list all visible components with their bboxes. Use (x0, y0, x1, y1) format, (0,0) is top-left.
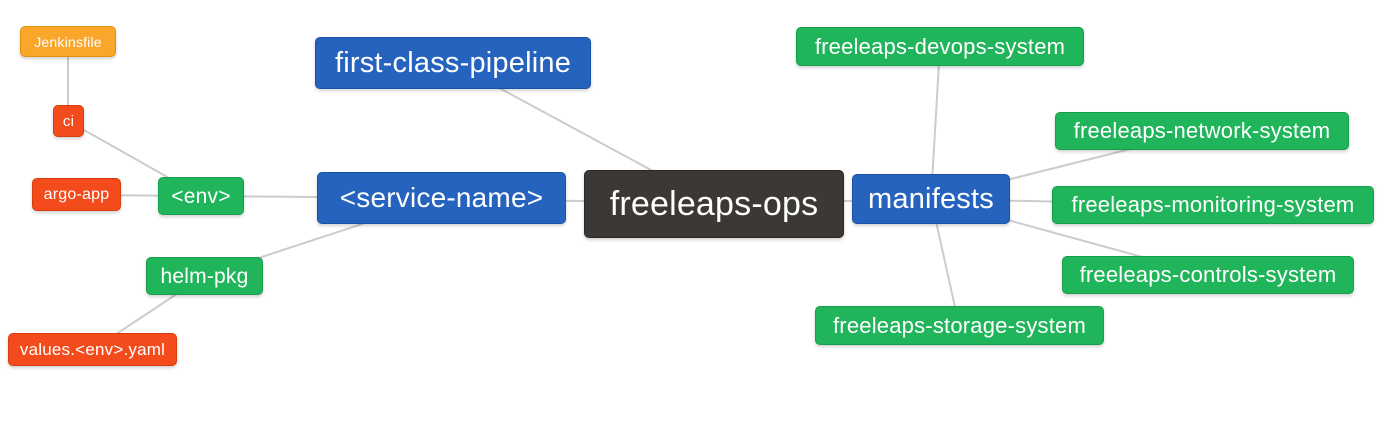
node-first-class-pipeline[interactable]: first-class-pipeline (315, 37, 591, 89)
node-freeleaps-network-system[interactable]: freeleaps-network-system (1055, 112, 1349, 150)
node-values-env-yaml[interactable]: values.<env>.yaml (8, 333, 177, 366)
edge-manifests-devops-system (930, 45, 941, 200)
node-ci[interactable]: ci (53, 105, 84, 137)
node-helm-pkg[interactable]: helm-pkg (146, 257, 263, 295)
node-env[interactable]: <env> (158, 177, 244, 215)
node-argo-app[interactable]: argo-app (32, 178, 121, 211)
node-freeleaps-devops-system[interactable]: freeleaps-devops-system (796, 27, 1084, 66)
node-freeleaps-controls-system[interactable]: freeleaps-controls-system (1062, 256, 1354, 294)
node-service-name[interactable]: <service-name> (317, 172, 566, 224)
node-freeleaps-monitoring-system[interactable]: freeleaps-monitoring-system (1052, 186, 1374, 224)
node-jenkinsfile[interactable]: Jenkinsfile (20, 26, 116, 57)
node-freeleaps-storage-system[interactable]: freeleaps-storage-system (815, 306, 1104, 345)
node-freeleaps-ops[interactable]: freeleaps-ops (584, 170, 844, 238)
node-manifests[interactable]: manifests (852, 174, 1010, 224)
